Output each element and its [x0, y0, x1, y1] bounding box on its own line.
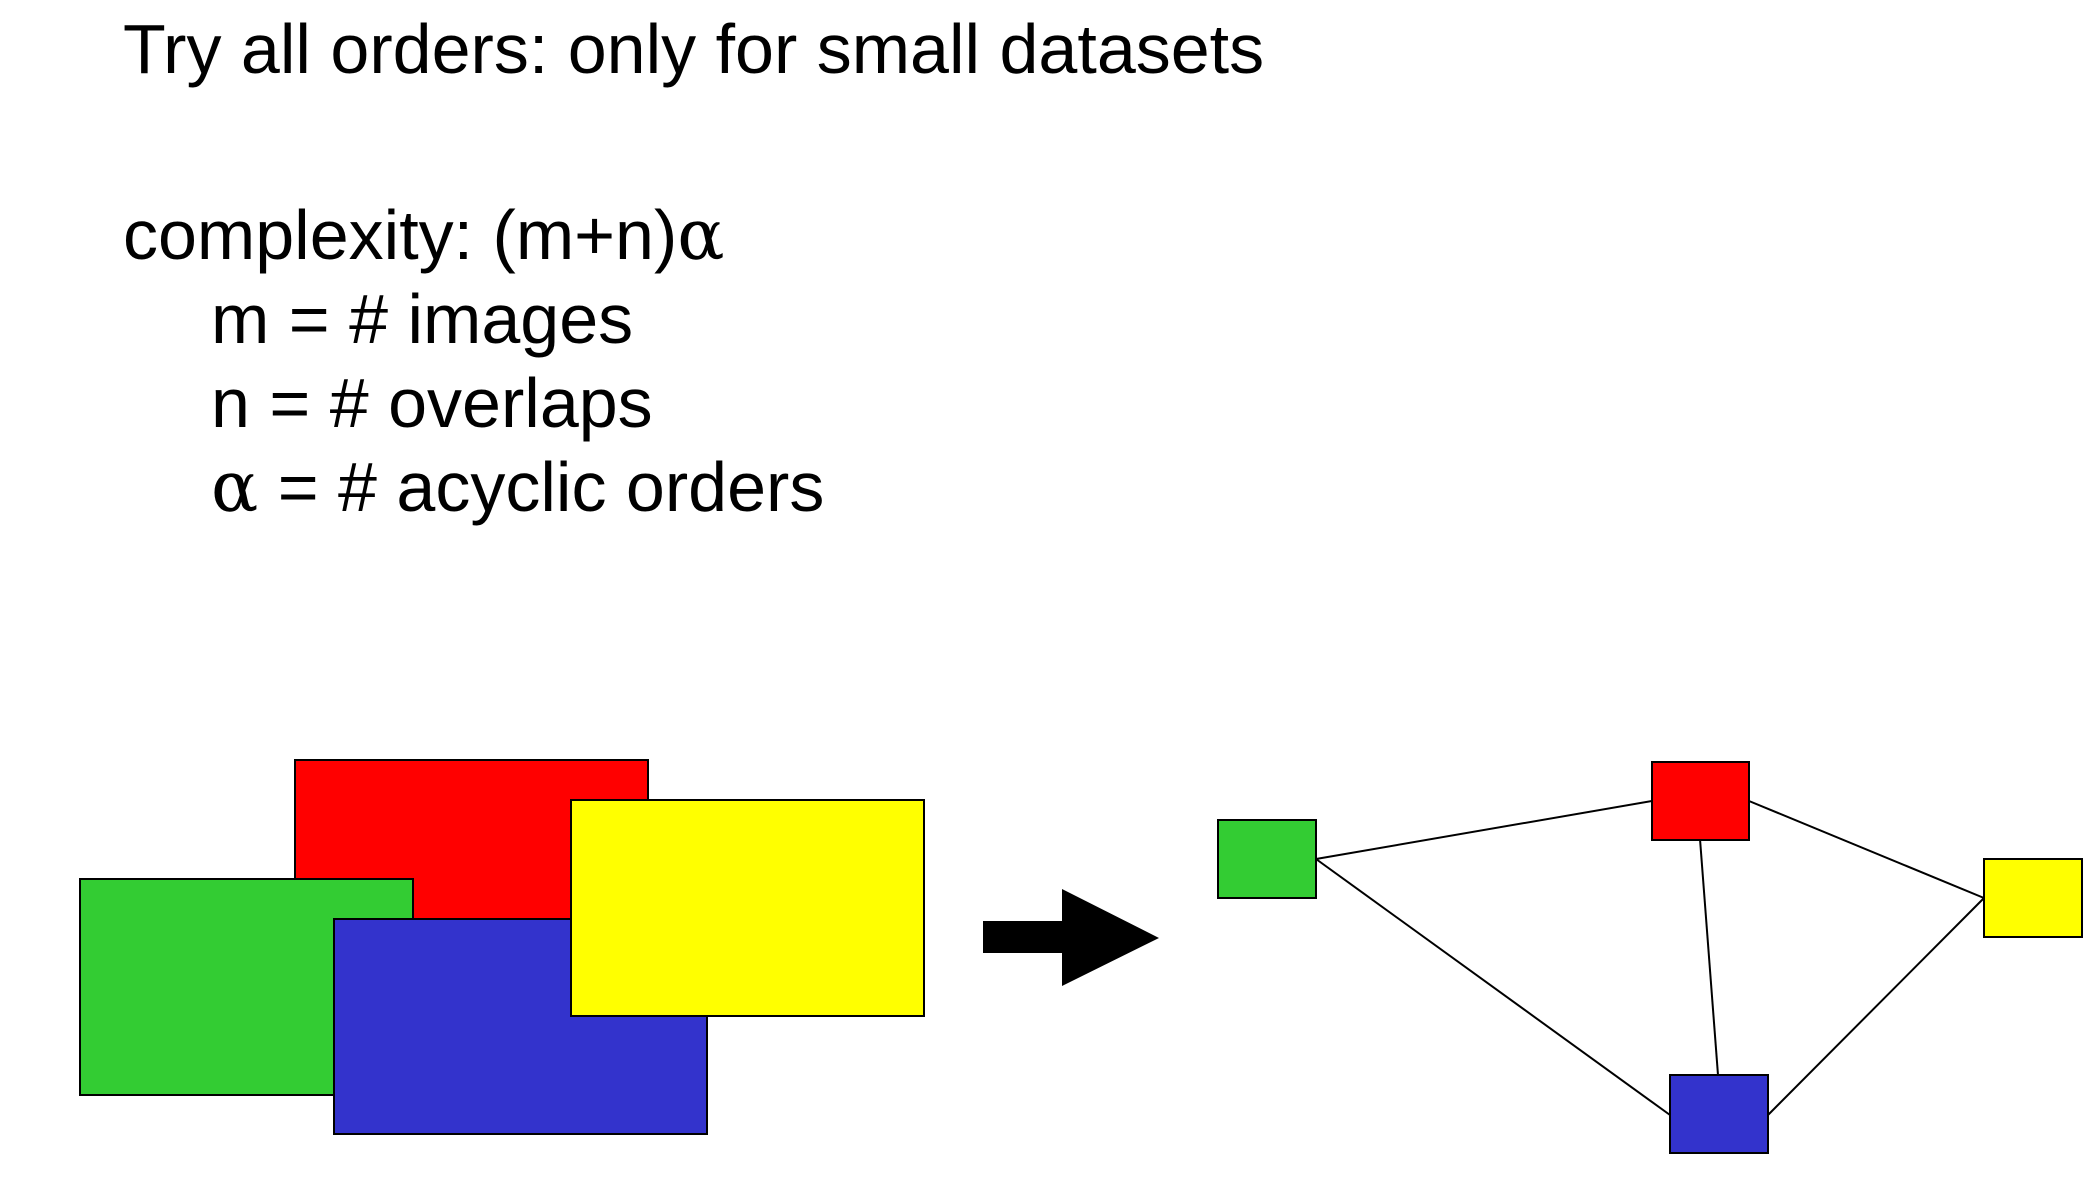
definition-symbol: m [211, 280, 270, 358]
graph-edge-red-yellow [1748, 800, 1985, 899]
definition-text: = # acyclic orders [258, 448, 825, 526]
complexity-block: complexity: (m+n)α m = # images n = # ov… [123, 193, 824, 529]
overlapping-images [79, 759, 925, 1135]
right-arrow-icon [983, 889, 1159, 986]
definition-m: m = # images [123, 277, 824, 361]
alpha-symbol: α [677, 194, 725, 276]
complexity-formula: complexity: (m+n)α [123, 193, 824, 277]
graph-node-green [1217, 819, 1317, 899]
definition-text: = # images [269, 280, 634, 358]
definition-n: n = # overlaps [123, 361, 824, 445]
graph-node-red [1651, 761, 1750, 841]
definition-symbol: n [211, 364, 250, 442]
graph-node-yellow [1983, 858, 2083, 938]
complexity-label: complexity: (m+n) [123, 196, 678, 274]
slide-title: Try all orders: only for small datasets [123, 10, 1265, 88]
graph-edge-yellow-blue [1767, 897, 1985, 1116]
yellow-image-rect [570, 799, 925, 1017]
graph-node-blue [1669, 1074, 1769, 1154]
definition-symbol: α [211, 446, 259, 528]
graph-edge-green-red [1315, 800, 1653, 860]
definition-text: = # overlaps [249, 364, 653, 442]
overlap-graph [1217, 761, 2083, 1154]
graph-edge-red-blue [1699, 838, 1719, 1076]
definition-alpha: α = # acyclic orders [123, 445, 824, 529]
graph-edge-green-blue [1315, 858, 1671, 1116]
